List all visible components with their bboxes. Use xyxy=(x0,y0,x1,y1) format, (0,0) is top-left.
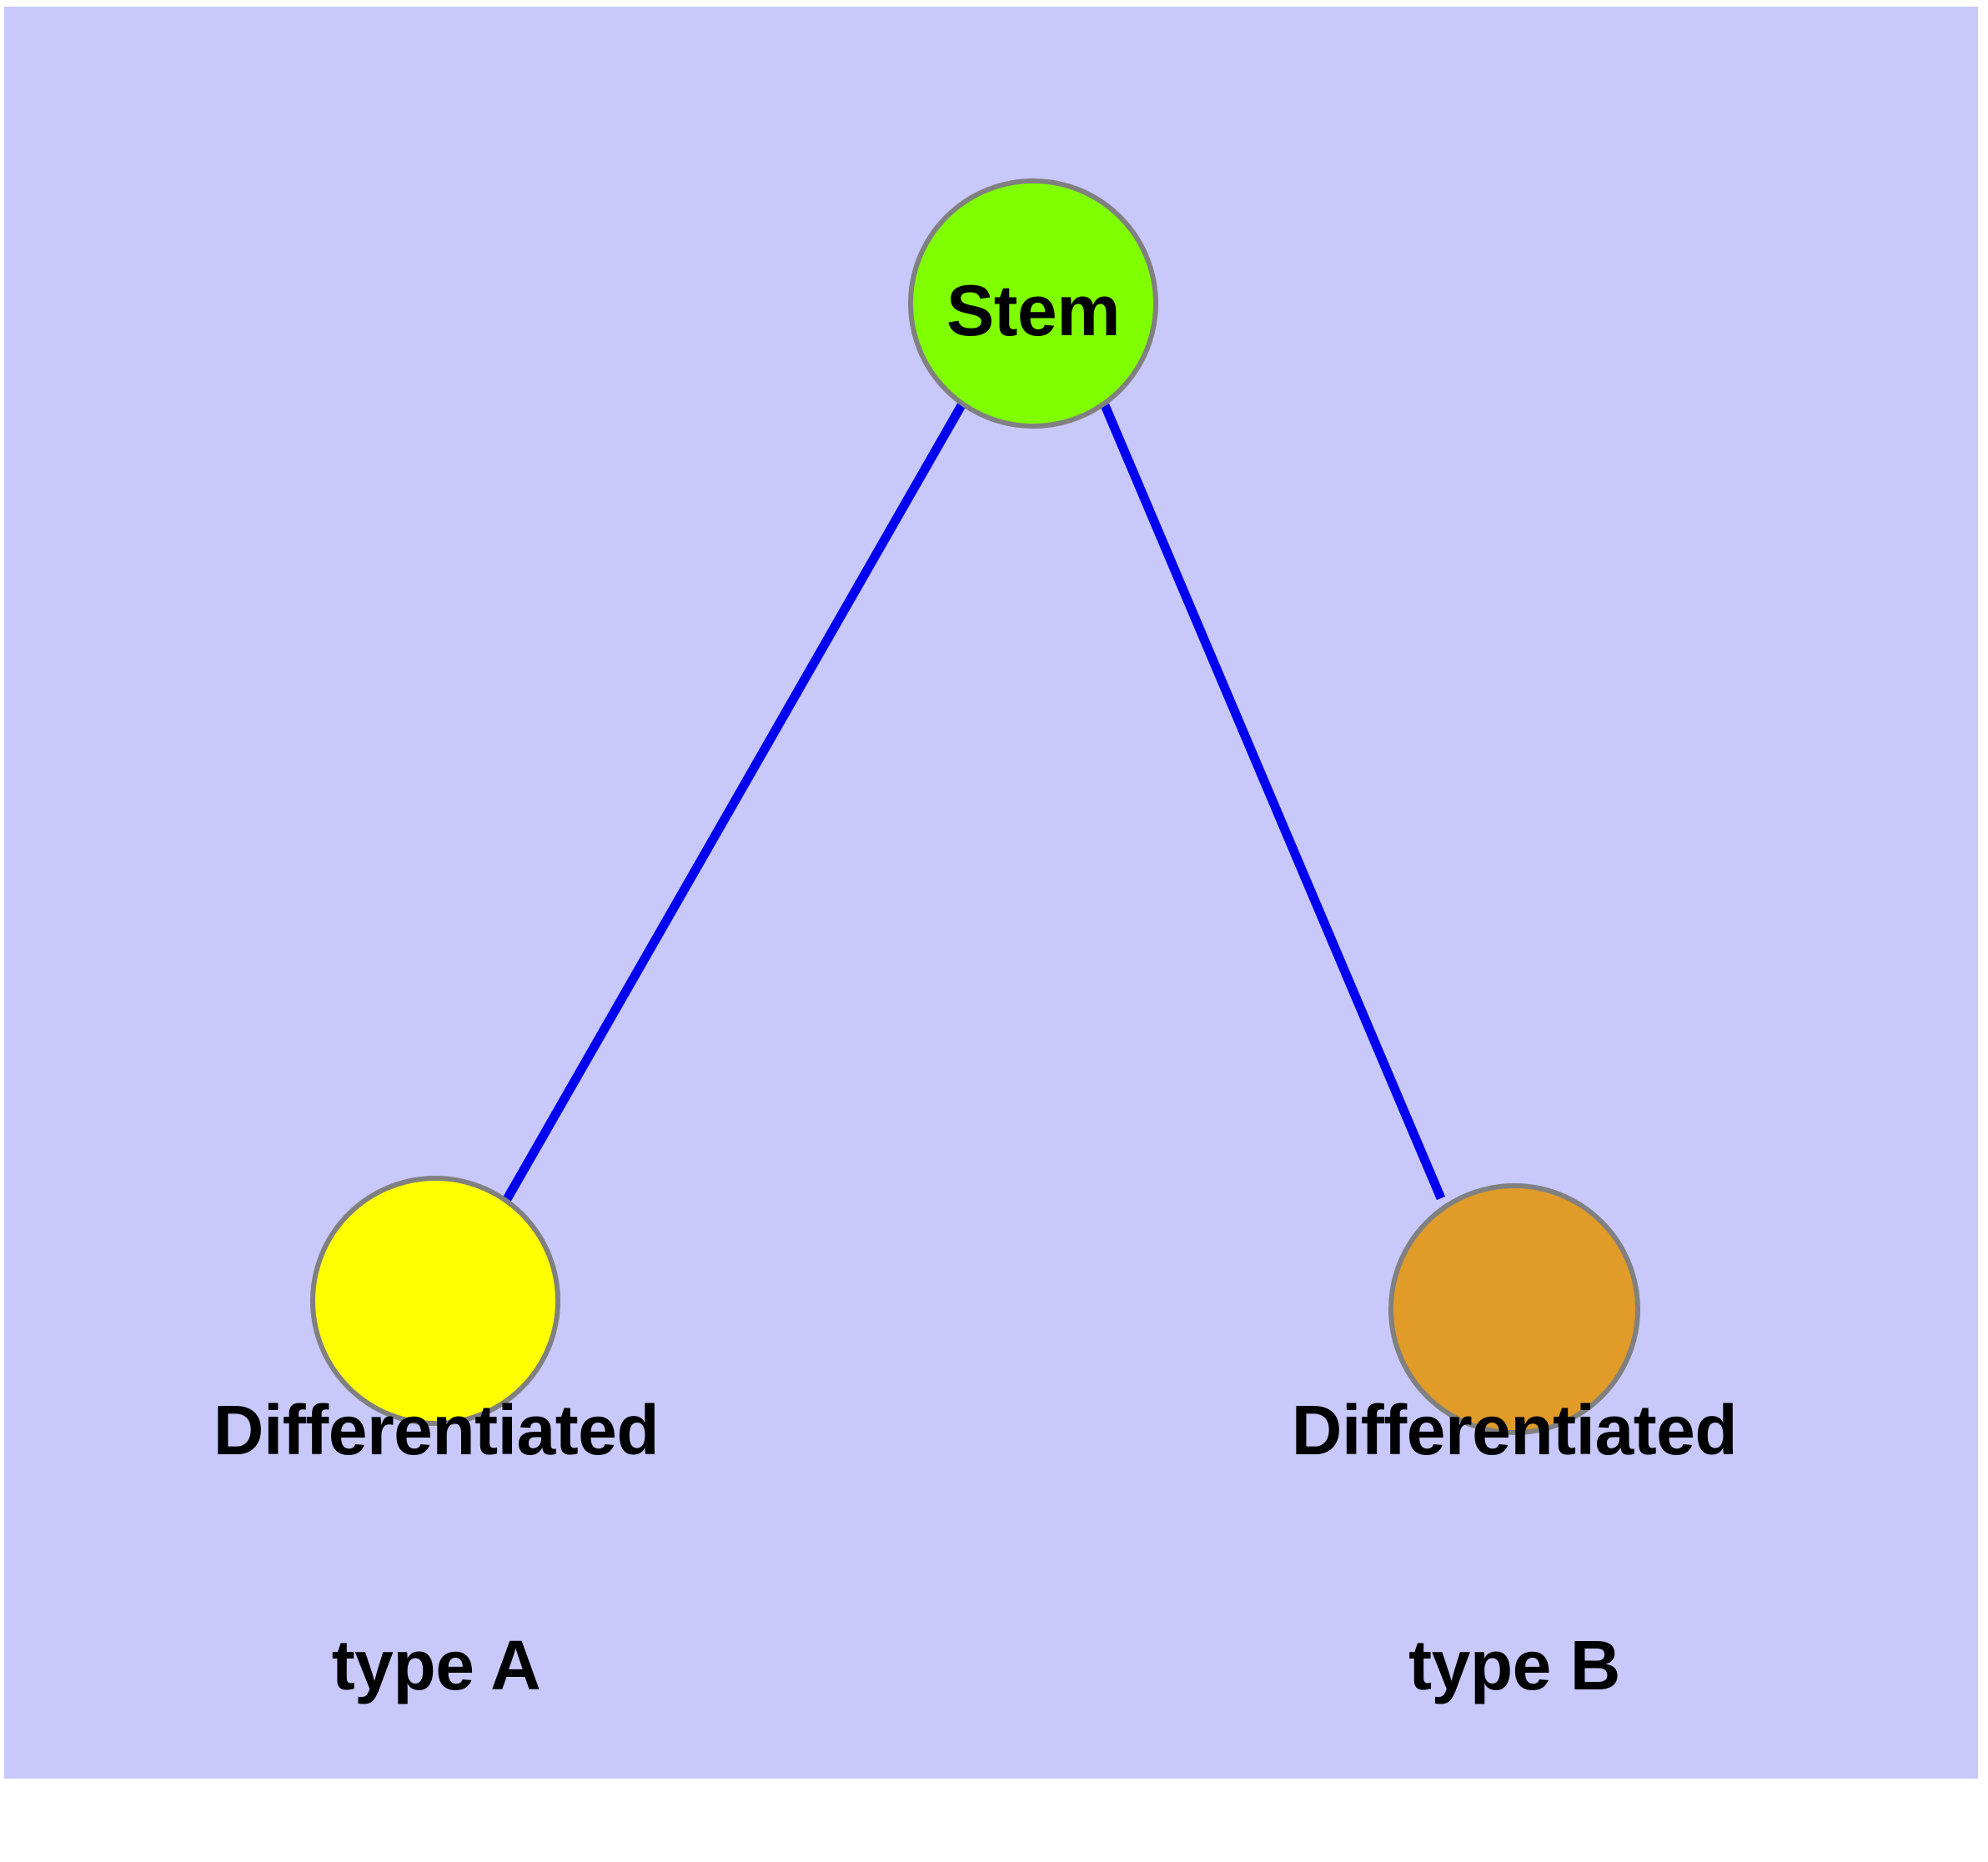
edge-stem-to-type-a xyxy=(503,403,966,1202)
diagram-plot-area: Stem Differentiated type A Differentiate… xyxy=(4,7,1978,1779)
node-stem[interactable] xyxy=(908,178,1158,429)
edge-layer xyxy=(503,403,1446,1202)
node-differentiated-type-b[interactable] xyxy=(1388,1183,1640,1435)
node-differentiated-type-a[interactable] xyxy=(310,1176,560,1426)
graph-canvas: Stem Differentiated type A Differentiate… xyxy=(4,7,1978,1779)
edge-stem-to-type-b xyxy=(1100,403,1446,1201)
